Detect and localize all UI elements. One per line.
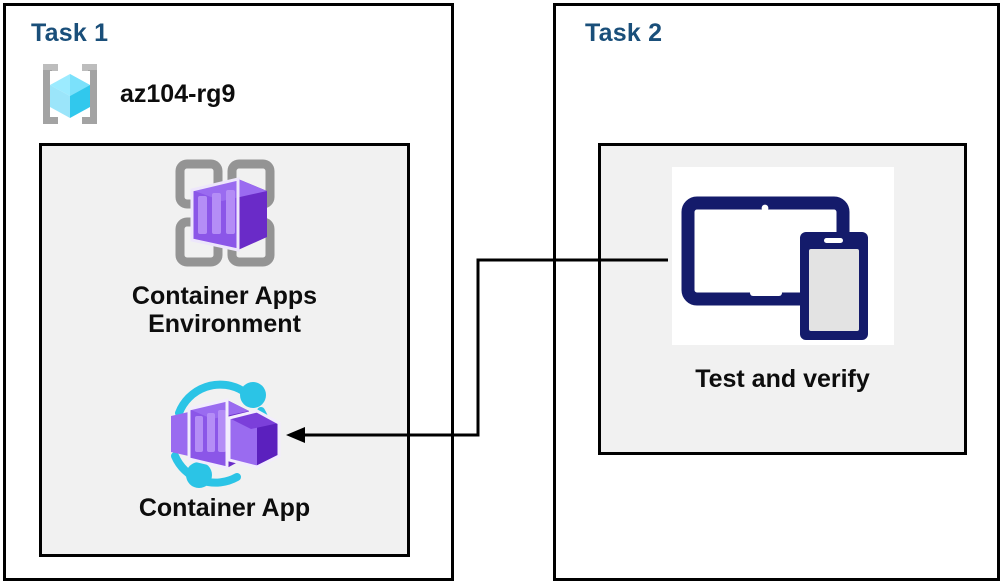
container-apps-environment-label: Container Apps Environment	[131, 282, 318, 338]
container-app-node: Container App	[39, 378, 410, 522]
test-and-verify-label: Test and verify	[695, 365, 870, 393]
test-and-verify-node: Test and verify	[598, 163, 967, 393]
container-apps-environment-node: Container Apps Environment	[39, 158, 410, 338]
resource-group-row: az104-rg9	[34, 58, 235, 130]
container-app-icon	[157, 378, 293, 490]
azure-resource-group-icon	[34, 58, 106, 130]
container-apps-environment-icon	[163, 158, 287, 276]
devices-test-icon	[664, 163, 902, 359]
task-2-title: Task 2	[585, 19, 663, 47]
task-1-title: Task 1	[31, 19, 109, 47]
container-app-label: Container App	[138, 494, 311, 522]
resource-group-label: az104-rg9	[120, 79, 236, 108]
